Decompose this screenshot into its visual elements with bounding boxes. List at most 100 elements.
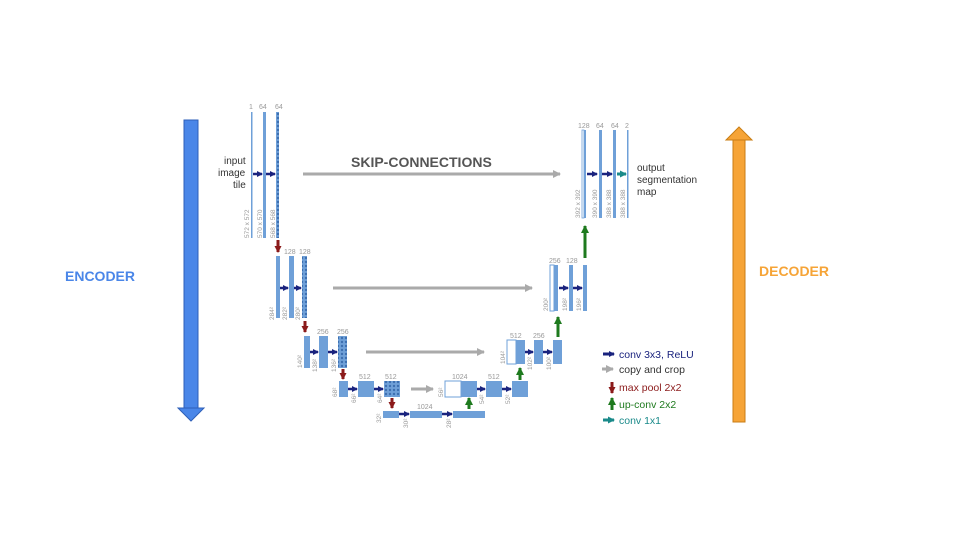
feature-map — [453, 411, 485, 418]
feature-map — [512, 381, 528, 397]
encoder-arrow-icon — [176, 119, 206, 422]
dim-label: 102² — [527, 356, 534, 370]
feature-map — [444, 380, 462, 398]
level-5-bottleneck: 1024 32² 30² 28² — [376, 397, 485, 428]
feature-map — [319, 336, 328, 368]
channel-label: 64 — [611, 123, 619, 130]
dim-label: 572 x 572 — [244, 209, 251, 238]
output-label: map — [637, 187, 657, 198]
channel-label: 64 — [259, 104, 267, 111]
dim-label: 284² — [269, 306, 276, 320]
feature-map — [599, 130, 602, 218]
level-3-encoder: 256 256 140² 138² 136² — [297, 329, 349, 380]
dim-label: 66² — [351, 393, 358, 403]
feature-map-input — [251, 112, 253, 238]
dim-label: 196² — [576, 297, 583, 311]
skip-connections-label: SKIP-CONNECTIONS — [351, 154, 492, 170]
channel-label: 128 — [284, 249, 296, 256]
feature-map — [534, 340, 543, 364]
dim-label: 198² — [562, 297, 569, 311]
feature-map — [410, 411, 442, 418]
encoder-label: ENCODER — [65, 268, 135, 284]
channel-label: 512 — [359, 374, 371, 381]
level-3-decoder: 512 256 104² 102² 100² — [500, 316, 562, 370]
channel-label: 256 — [337, 329, 349, 336]
dim-label: 54² — [479, 394, 486, 404]
feature-map — [584, 130, 586, 218]
dim-label: 28² — [446, 418, 453, 428]
dim-label: 68² — [332, 387, 339, 397]
channel-label: 512 — [488, 374, 500, 381]
feature-map — [183, 119, 199, 411]
dim-label: 30² — [403, 418, 410, 428]
channel-label: 128 — [578, 123, 590, 130]
feature-map — [289, 256, 294, 318]
dim-label: 280² — [295, 306, 302, 320]
dim-label: 282² — [282, 306, 289, 320]
feature-map — [383, 411, 399, 418]
channel-label: 256 — [317, 329, 329, 336]
feature-map — [302, 256, 307, 318]
input-label: input — [224, 156, 246, 167]
legend-conv1x1-label: conv 1x1 — [619, 415, 661, 427]
dim-label: 56² — [438, 387, 445, 397]
feature-map — [569, 265, 573, 311]
level-4-encoder: 512 512 68² 66² 64² — [332, 374, 400, 409]
legend-conv-label: conv 3x3, ReLU — [619, 349, 694, 361]
dim-label: 136² — [331, 358, 338, 372]
channel-label: 512 — [385, 374, 397, 381]
input-label: tile — [233, 180, 246, 191]
dim-label: 568 x 568 — [270, 209, 277, 238]
input-label: image — [218, 168, 246, 179]
level-4-decoder: 1024 512 56² 54² 52² — [438, 367, 528, 404]
channel-label: 1024 — [452, 374, 468, 381]
legend-upconv-label: up-conv 2x2 — [619, 399, 676, 411]
legend-copy-label: copy and crop — [619, 364, 685, 376]
feature-map — [732, 137, 746, 423]
dim-label: 570 x 570 — [257, 209, 264, 238]
feature-map — [461, 381, 477, 397]
decoder-arrow-icon — [724, 126, 754, 423]
feature-map — [338, 336, 347, 368]
channel-label: 512 — [510, 333, 522, 340]
feature-map — [553, 340, 562, 364]
legend: conv 3x3, ReLU copy and crop max pool 2x… — [602, 349, 694, 427]
channel-label: 128 — [566, 258, 578, 265]
level-2-decoder: 256 128 200² 198² 196² — [543, 225, 589, 312]
channel-label: 1024 — [417, 404, 433, 411]
legend-pool-label: max pool 2x2 — [619, 382, 682, 394]
feature-map — [304, 336, 310, 368]
feature-map — [581, 129, 585, 219]
channel-label: 2 — [625, 123, 629, 130]
feature-map — [613, 130, 616, 218]
channel-label: 256 — [533, 333, 545, 340]
feature-map — [549, 264, 555, 312]
feature-map — [358, 381, 374, 397]
feature-map — [516, 340, 525, 364]
dim-label: 388 x 388 — [606, 189, 613, 218]
dim-label: 100² — [546, 356, 553, 370]
feature-map-l1-a — [263, 112, 266, 238]
output-label: segmentation — [637, 175, 697, 186]
channel-label: 64 — [275, 104, 283, 111]
feature-map-l1-b-cropped — [276, 112, 279, 238]
channel-label: 64 — [596, 123, 604, 130]
dim-label: 32² — [376, 413, 383, 423]
decoder-label: DECODER — [759, 263, 829, 279]
channel-label: 128 — [299, 249, 311, 256]
feature-map — [506, 339, 517, 365]
skip-arrows — [303, 170, 561, 393]
dim-label: 64² — [377, 393, 384, 403]
dim-label: 390 x 390 — [592, 189, 599, 218]
feature-map — [276, 256, 280, 318]
feature-map — [554, 265, 558, 311]
feature-map — [583, 265, 587, 311]
channel-label: 1 — [249, 104, 253, 111]
level-2-encoder: 128 128 284² 282² 280² — [269, 249, 311, 333]
feature-map — [339, 381, 348, 397]
channel-label: 256 — [549, 258, 561, 265]
dim-label: 140² — [297, 354, 304, 368]
feature-map — [486, 381, 502, 397]
dim-label: 388 x 388 — [620, 189, 627, 218]
